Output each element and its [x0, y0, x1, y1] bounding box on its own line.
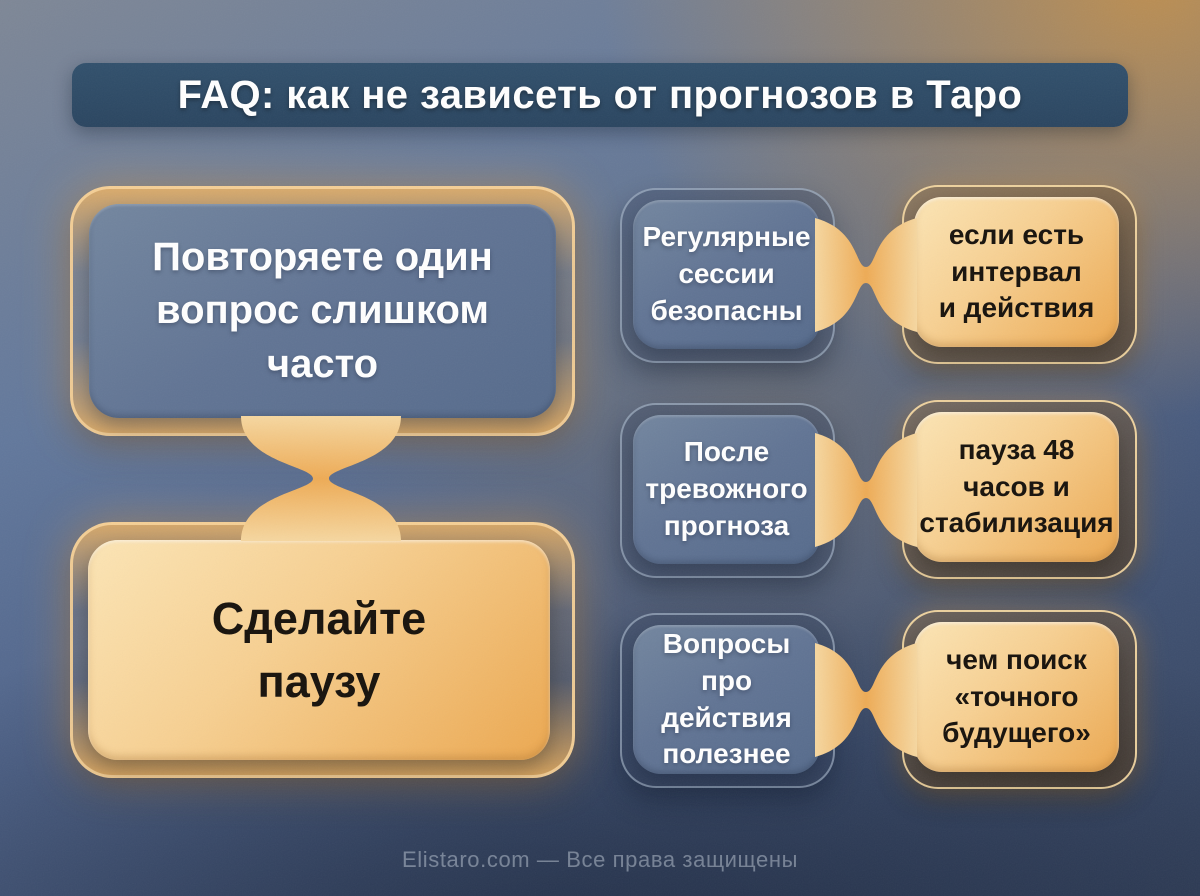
answer-frame: если есть интервал и действия: [902, 185, 1137, 364]
connector-horizontal-icon: [815, 433, 917, 547]
question-frame: После тревожного прогноза: [620, 403, 835, 578]
problem-box: Повторяете один вопрос слишком часто: [89, 204, 556, 418]
connector-horizontal-icon: [815, 643, 917, 757]
solution-frame: Сделайте паузу: [70, 522, 575, 778]
connector-horizontal-icon: [815, 218, 917, 332]
faq-row: После тревожного прогноза пауза 48 часов…: [620, 400, 1137, 580]
answer-box: чем поиск «точного будущего»: [914, 622, 1119, 772]
problem-frame: Повторяете один вопрос слишком часто: [70, 186, 575, 436]
question-frame: Регулярные сессии безопасны: [620, 188, 835, 363]
answer-frame: чем поиск «точного будущего»: [902, 610, 1137, 789]
answer-box: если есть интервал и действия: [914, 197, 1119, 347]
footer-watermark: Elistaro.com — Все права защищены: [401, 847, 798, 872]
faq-row: Вопросы про действия полезнее чем поиск …: [620, 610, 1137, 790]
answer-frame: пауза 48 часов и стабилизация: [902, 400, 1137, 579]
question-frame: Вопросы про действия полезнее: [620, 613, 835, 788]
title-banner: FAQ: как не зависеть от прогнозов в Таро: [72, 63, 1128, 127]
solution-box: Сделайте паузу: [88, 540, 550, 760]
question-box: Вопросы про действия полезнее: [633, 625, 820, 774]
answer-box: пауза 48 часов и стабилизация: [914, 412, 1119, 562]
connector-vertical-icon: [241, 416, 401, 541]
faq-row: Регулярные сессии безопасны если есть ин…: [620, 185, 1137, 365]
question-box: Регулярные сессии безопасны: [633, 200, 820, 349]
question-box: После тревожного прогноза: [633, 415, 820, 564]
page-title: FAQ: как не зависеть от прогнозов в Таро: [177, 72, 1023, 117]
